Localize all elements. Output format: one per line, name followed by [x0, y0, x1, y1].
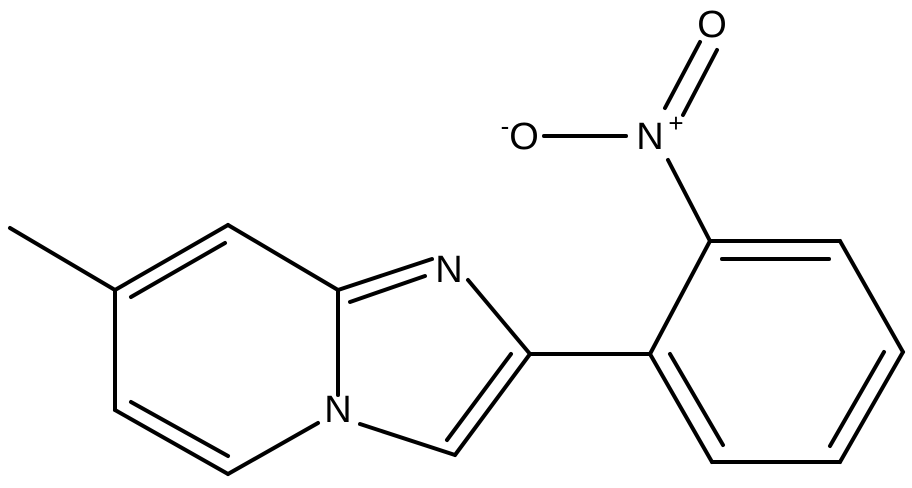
bond-ph4-ph5-inner	[828, 350, 886, 448]
atom-labels: N N N + O - O	[324, 4, 727, 431]
atom-n1: N	[435, 249, 462, 291]
atom-o-double: O	[697, 4, 727, 46]
bond-methyl	[8, 226, 117, 292]
atom-n4: N	[324, 389, 351, 431]
bond-c7-c8	[113, 223, 230, 292]
bond-c8a-n1	[336, 257, 434, 292]
bond-ph3-ph4	[838, 239, 905, 354]
charge-n-nitro: +	[668, 108, 683, 138]
bond-c5-n4	[226, 421, 320, 476]
bond-nitro-o-double-b	[681, 48, 719, 117]
atom-n-nitro: N	[636, 116, 663, 158]
bond-ph2-nitro	[666, 158, 712, 243]
bond-c6-c5-inner	[129, 400, 230, 458]
bond-n1-c2	[466, 278, 532, 356]
bond-c2-c3	[453, 352, 532, 457]
bond-c6-c5	[113, 408, 230, 476]
bond-ph6-ph1	[648, 352, 714, 464]
bond-ph1-ph2	[648, 239, 712, 356]
charge-o-single: -	[501, 111, 510, 141]
bond-c8-c8a	[226, 223, 340, 292]
bonds	[8, 40, 905, 476]
bond-ph4-ph5	[838, 350, 905, 464]
bond-ph6-ph1-inner	[668, 352, 725, 447]
bond-c7-c8-inner	[129, 241, 227, 299]
bond-c2-c3-inner	[445, 352, 513, 442]
bond-nitro-o-double-a	[663, 40, 702, 110]
atom-o-single: O	[509, 116, 539, 158]
bond-c3-n4	[358, 422, 457, 457]
bond-c8a-n1-inner	[348, 274, 427, 304]
